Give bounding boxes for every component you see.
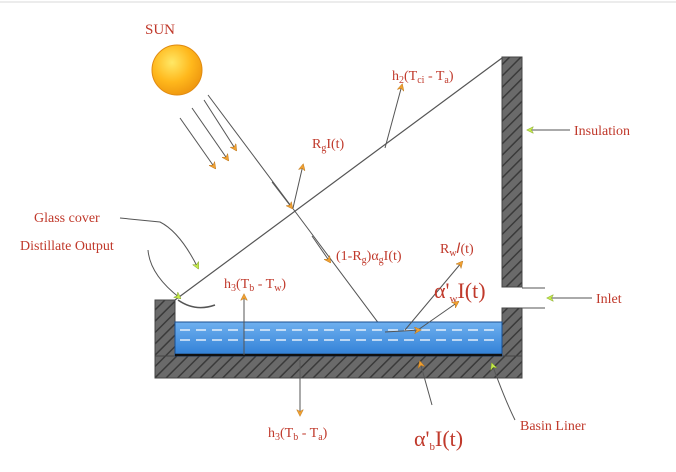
glass-cover-pointer	[119, 217, 198, 268]
reflect-water-label: Rw𝛪(t)	[440, 242, 474, 259]
glass-cover	[174, 57, 503, 301]
water-surface-dashes	[180, 329, 498, 341]
sun-ray-arrows	[179, 99, 236, 168]
absorb-glass-label: (1-Rg)αgI(t)	[336, 249, 402, 266]
convection-top-label: h2(Tci - Ta)	[392, 69, 454, 86]
basin-bottom	[154, 355, 523, 379]
water-body	[174, 321, 503, 357]
sun-label: SUN	[145, 22, 175, 38]
distillate-channel	[177, 299, 216, 309]
insulation-wall-upper	[501, 56, 523, 288]
ray-arrow-glass	[271, 181, 292, 208]
sun-icon	[151, 44, 203, 96]
distillate-pointer	[147, 249, 180, 298]
inlet-label: Inlet	[596, 292, 622, 307]
absorb-water-arrow	[414, 302, 458, 333]
loss-bottom-label: h3(Tb - Ta)	[268, 426, 328, 443]
convection-top-arrow	[384, 85, 402, 149]
absorb-basin-arrow	[420, 362, 433, 406]
distillate-output-label: Distillate Output	[20, 239, 114, 254]
solar-ray-path	[207, 94, 401, 353]
reflect-glass-label: RgI(t)	[312, 137, 345, 154]
reflect-water-arrow	[404, 262, 462, 331]
water-small-arrow	[384, 330, 420, 332]
absorb-water-label: α'wI(t)	[434, 278, 486, 305]
reflect-glass-arrow	[292, 165, 303, 209]
basin-liner-pointer	[492, 364, 516, 421]
ray-arrow-mid	[311, 235, 330, 262]
insulation-label: Insulation	[574, 124, 630, 139]
glass-cover-label: Glass cover	[34, 211, 100, 226]
absorb-basin-label: α'bI(t)	[414, 426, 463, 453]
conv-water-label: h3(Tb - Tw)	[224, 277, 286, 294]
basin-liner-label: Basin Liner	[520, 419, 586, 434]
